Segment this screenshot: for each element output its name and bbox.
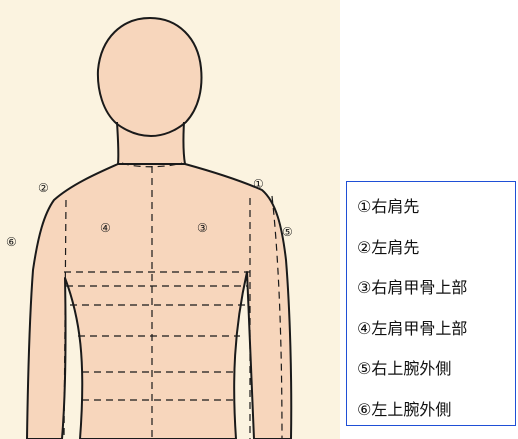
legend-item-right-scapula-upper: ③右肩甲骨上部 [357,268,515,309]
marker-4: ④ [100,221,111,235]
legend-item-right-shoulder-tip: ①右肩先 [357,187,515,228]
legend-item-left-shoulder-tip: ②左肩先 [357,228,515,269]
marker-3: ③ [197,221,208,235]
body-back-diagram: ① ② ③ ④ ⑤ ⑥ [0,0,340,439]
marker-5: ⑤ [282,225,293,239]
legend-item-left-scapula-upper: ④左肩甲骨上部 [357,309,515,350]
marker-6: ⑥ [6,235,17,249]
marker-1: ① [253,177,264,191]
marker-2: ② [38,181,49,195]
legend-item-right-upper-arm-outer: ⑤右上腕外側 [357,349,515,390]
legend-item-left-upper-arm-outer: ⑥左上腕外側 [357,390,515,431]
body-outline-drawing: ① ② ③ ④ ⑤ ⑥ [0,0,340,439]
legend-box: ①右肩先 ②左肩先 ③右肩甲骨上部 ④左肩甲骨上部 ⑤右上腕外側 ⑥左上腕外側 [346,181,516,426]
